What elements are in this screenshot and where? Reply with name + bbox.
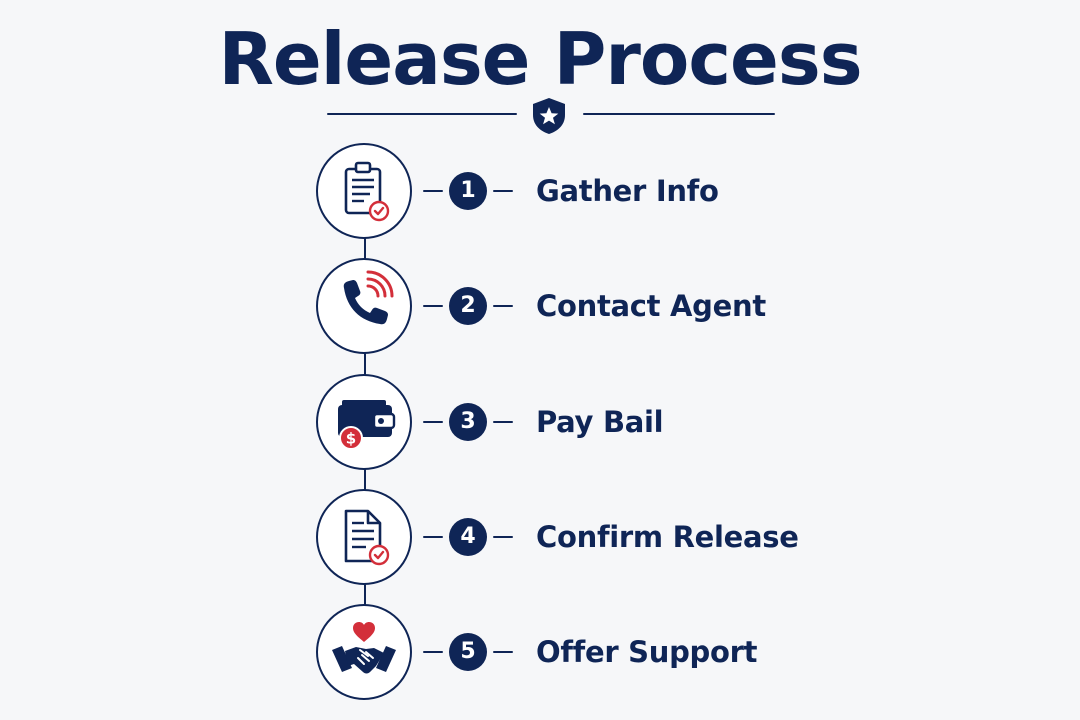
step-2-connector-right (493, 305, 513, 307)
step-3-connector-right (493, 421, 513, 423)
step-4-label: Confirm Release (536, 520, 799, 554)
step-4-icon-circle (316, 489, 412, 585)
step-3-icon-circle: $ (316, 374, 412, 470)
phone-signal-icon (343, 270, 394, 325)
step-4-number-badge: 4 (449, 518, 487, 556)
step-1-label: Gather Info (536, 174, 719, 208)
step-1-icon-circle (316, 143, 412, 239)
page-title: Release Process (218, 17, 862, 101)
step-2-icon-circle (316, 258, 412, 354)
step-2-connector-left (423, 305, 443, 307)
step-5-number-badge: 5 (449, 633, 487, 671)
wallet-dollar-icon: $ (338, 400, 396, 450)
document-check-icon (344, 509, 390, 566)
step-4-connector-left (423, 536, 443, 538)
step-5-connector-left (423, 651, 443, 653)
step-5-label: Offer Support (536, 635, 758, 669)
title-divider-right (583, 113, 775, 115)
step-3-connector-left (423, 421, 443, 423)
shield-star-icon (533, 98, 565, 134)
handshake-heart-icon (332, 622, 396, 674)
step-1-connector-left (423, 190, 443, 192)
step-3-label: Pay Bail (536, 405, 664, 439)
step-5-icon-circle (316, 604, 412, 700)
step-1-connector-right (493, 190, 513, 192)
svg-text:$: $ (346, 430, 356, 448)
step-3-number-badge: 3 (449, 403, 487, 441)
clipboard-check-icon (344, 161, 390, 222)
step-2-number-badge: 2 (449, 287, 487, 325)
step-2-label: Contact Agent (536, 289, 766, 323)
step-1-number-badge: 1 (449, 172, 487, 210)
step-5-connector-right (493, 651, 513, 653)
step-4-connector-right (493, 536, 513, 538)
title-divider-left (327, 113, 517, 115)
